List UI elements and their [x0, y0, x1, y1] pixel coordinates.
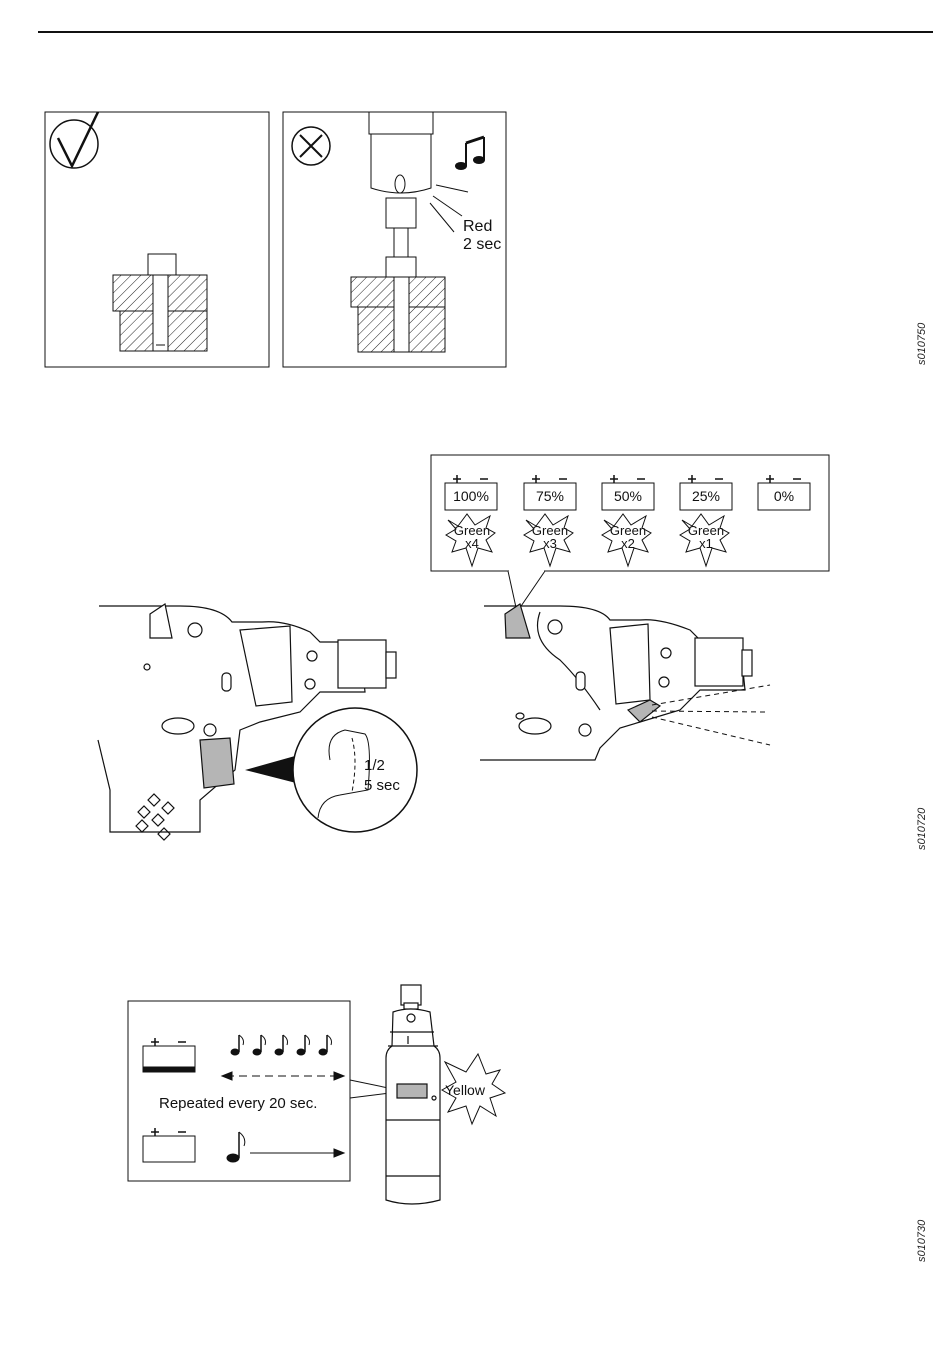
- yellow-led-label: Yellow: [445, 1082, 485, 1098]
- green-flash-label-x4: Green x4: [446, 524, 498, 550]
- green-flash-label-x3: Green x3: [524, 524, 576, 550]
- red-led-label-line2: 2 sec: [463, 236, 501, 254]
- green-flash-label-x1: Green x1: [680, 524, 732, 550]
- tool-side-view-right: [480, 604, 752, 760]
- cross-mark-icon: [300, 135, 322, 157]
- battery-label-75: 75%: [524, 488, 576, 504]
- count-text: x4: [446, 537, 498, 550]
- battery-label-25: 25%: [680, 488, 732, 504]
- trigger-label-line2: 5 sec: [364, 776, 400, 796]
- repeat-interval-text: Repeated every 20 sec.: [159, 1095, 317, 1112]
- trigger-label: 1/2 5 sec: [364, 756, 400, 796]
- red-led-label: Red 2 sec: [463, 218, 501, 254]
- tool-upright-view: [386, 985, 440, 1204]
- count-text: x1: [680, 537, 732, 550]
- green-flash-label-x2: Green x2: [602, 524, 654, 550]
- figure-id-1: s010750: [916, 323, 928, 365]
- double-note-icon: [455, 137, 485, 170]
- count-text: x3: [524, 537, 576, 550]
- count-text: x2: [602, 537, 654, 550]
- red-led-label-line1: Red: [463, 218, 501, 236]
- battery-label-50: 50%: [602, 488, 654, 504]
- figure-correct-seating: [0, 0, 950, 420]
- battery-label-100: 100%: [445, 488, 497, 504]
- battery-label-0: 0%: [758, 488, 810, 504]
- figure-id-2: s010720: [916, 808, 928, 850]
- figure-id-3: s010730: [916, 1220, 928, 1262]
- trigger-label-line1: 1/2: [364, 756, 400, 776]
